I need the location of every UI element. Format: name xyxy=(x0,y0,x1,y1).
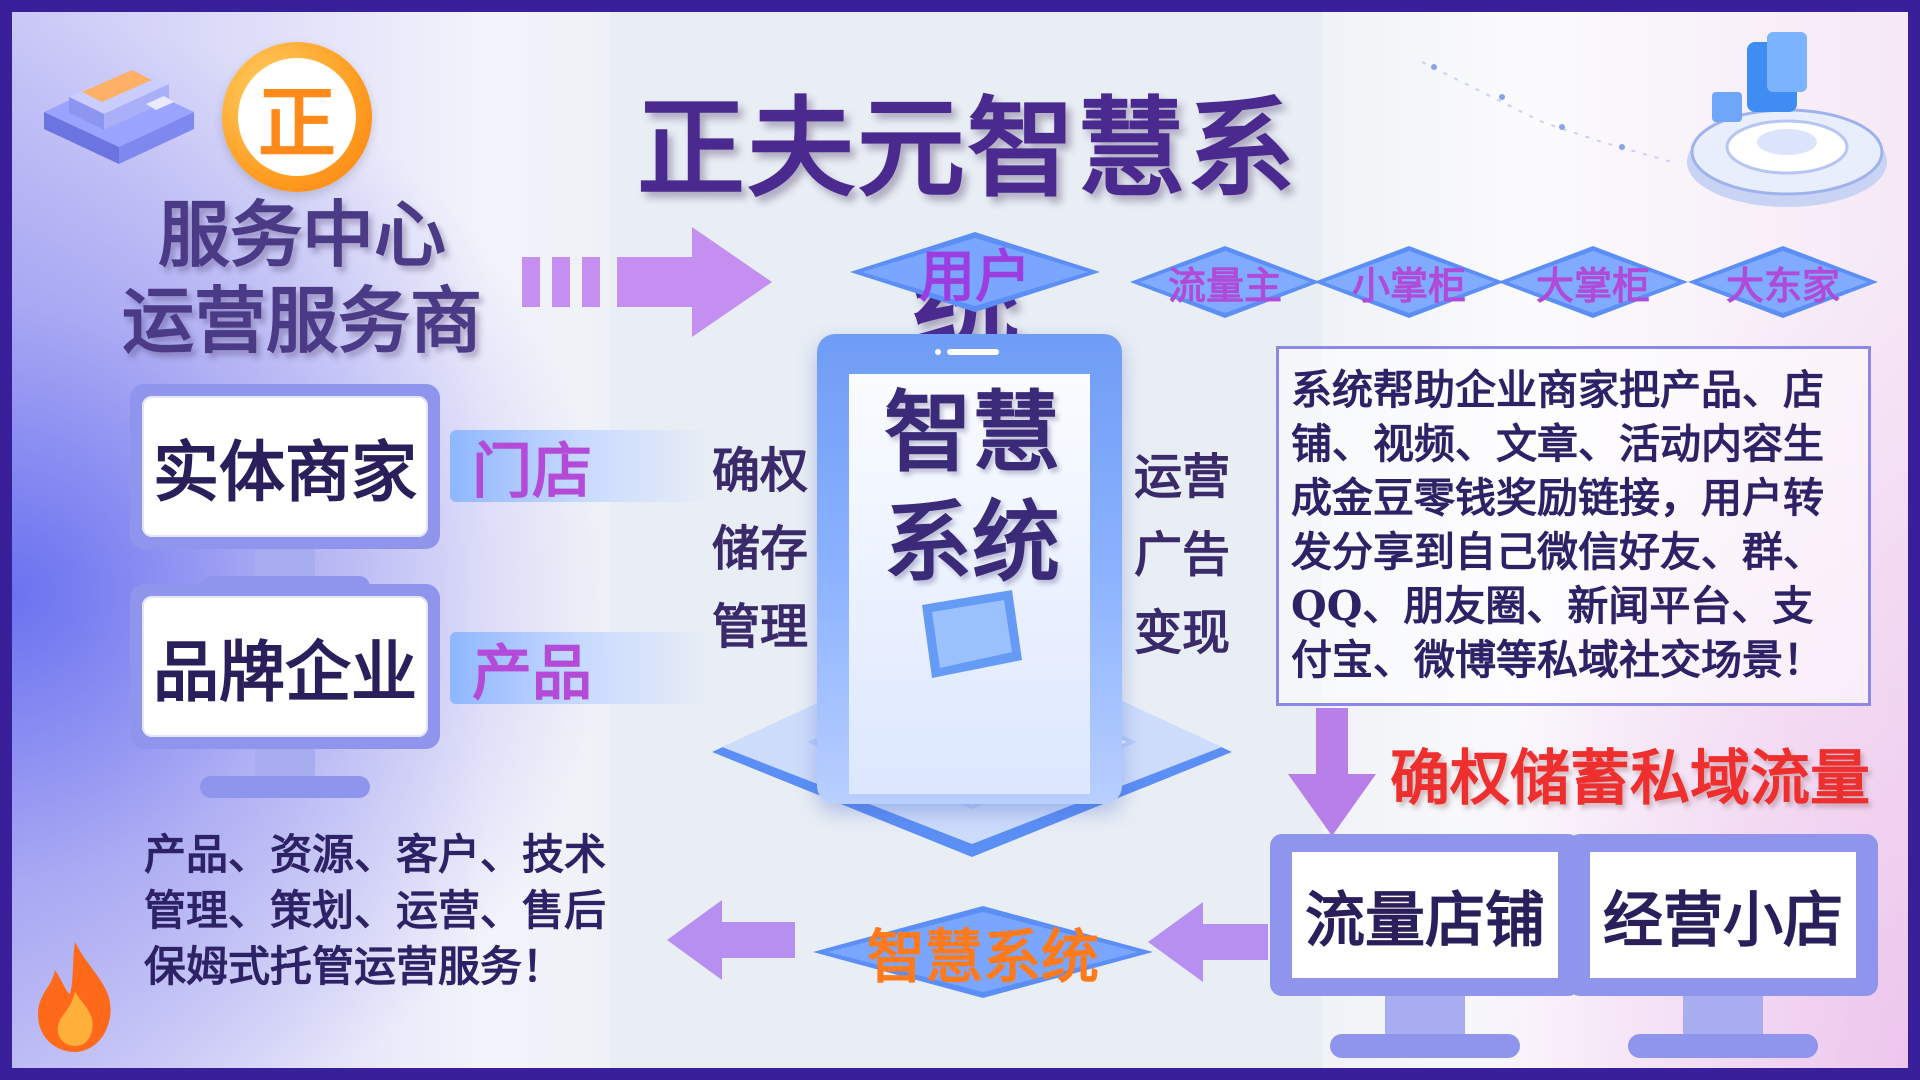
monitor-screen: 实体商家 xyxy=(130,384,440,549)
role-tag-label: 小掌柜 xyxy=(1351,262,1466,308)
service-description: 产品、资源、客户、技术 管理、策划、运营、售后 保姆式托管运营服务！ xyxy=(144,827,606,995)
service-line: 产品、资源、客户、技术 xyxy=(144,830,607,879)
smart-system-tag: 智慧系统 xyxy=(808,902,1158,1002)
poster: 正 正夫元智慧系统 服务中心 运营服务商 用户 xyxy=(12,12,1908,1068)
monitor-label: 实体商家 xyxy=(142,396,428,537)
role-tag-big-manager: 大掌柜 xyxy=(1498,242,1688,322)
phone-screen xyxy=(849,374,1090,794)
monitor-screen: 品牌企业 xyxy=(130,584,440,749)
dotted-line-decoration xyxy=(1422,61,1673,163)
user-tag-label: 用户 xyxy=(919,243,1031,310)
tech-ring-icon xyxy=(1687,32,1887,207)
role-tag-label: 流量主 xyxy=(1167,262,1282,308)
role-tag-label: 大掌柜 xyxy=(1535,262,1650,308)
left-keywords: 确权 储存 管理 xyxy=(712,432,808,666)
smart-system-label: 智慧系统 xyxy=(866,923,1099,991)
keyword: 确权 xyxy=(712,443,809,499)
arrow-left-icon xyxy=(667,900,795,980)
monitor-label: 流量店铺 xyxy=(1292,852,1558,978)
keyword: 广告 xyxy=(1134,527,1231,583)
phone-title: 智慧 系统 xyxy=(812,377,1132,597)
keyword: 储存 xyxy=(712,521,809,577)
right-keywords: 运营 广告 变现 xyxy=(1134,438,1230,672)
logo-glyph: 正 xyxy=(238,58,356,176)
arrow-left-icon xyxy=(1148,902,1268,982)
monitor-label: 经营小店 xyxy=(1590,852,1856,978)
service-line: 保姆式托管运营服务！ xyxy=(144,942,565,991)
service-center-line2: 运营服务商 xyxy=(122,278,483,363)
flame-icon xyxy=(38,942,111,1052)
monitor-label: 品牌企业 xyxy=(142,596,428,737)
logo-icon: 正 xyxy=(222,42,372,192)
isometric-building-icon xyxy=(44,67,194,164)
keyword: 管理 xyxy=(712,599,809,655)
role-tag-small-manager: 小掌柜 xyxy=(1314,242,1504,322)
keyword: 变现 xyxy=(1134,605,1231,661)
phone-title-line1: 智慧 xyxy=(883,380,1060,484)
role-tag-traffic-owner: 流量主 xyxy=(1130,242,1320,322)
monitor-screen: 流量店铺 xyxy=(1270,834,1580,996)
store-tag: 门店 xyxy=(450,430,710,507)
arrow-down-icon xyxy=(1288,708,1376,836)
service-center-title: 服务中心 运营服务商 xyxy=(122,192,482,364)
keyword: 运营 xyxy=(1134,449,1231,505)
role-tag-shareholder: 大东家 xyxy=(1688,242,1878,322)
user-tag: 用户 xyxy=(850,232,1100,312)
service-line: 管理、策划、运营、售后 xyxy=(144,886,607,935)
hologram-card-icon xyxy=(922,590,1022,678)
diamond-shape xyxy=(850,232,1100,312)
service-center-line1: 服务中心 xyxy=(157,192,446,277)
phone-title-line2: 系统 xyxy=(883,490,1060,594)
phone-graphic xyxy=(817,334,1122,804)
highlight-text: 确权储蓄私域流量 xyxy=(1390,744,1870,814)
role-tag-label: 大东家 xyxy=(1725,262,1840,308)
description-box: 系统帮助企业商家把产品、店铺、视频、文章、活动内容生成金豆零钱奖励链接，用户转发… xyxy=(1276,346,1871,706)
arrow-right-icon xyxy=(522,227,772,337)
monitor-screen: 经营小店 xyxy=(1568,834,1878,996)
product-tag: 产品 xyxy=(450,632,710,709)
